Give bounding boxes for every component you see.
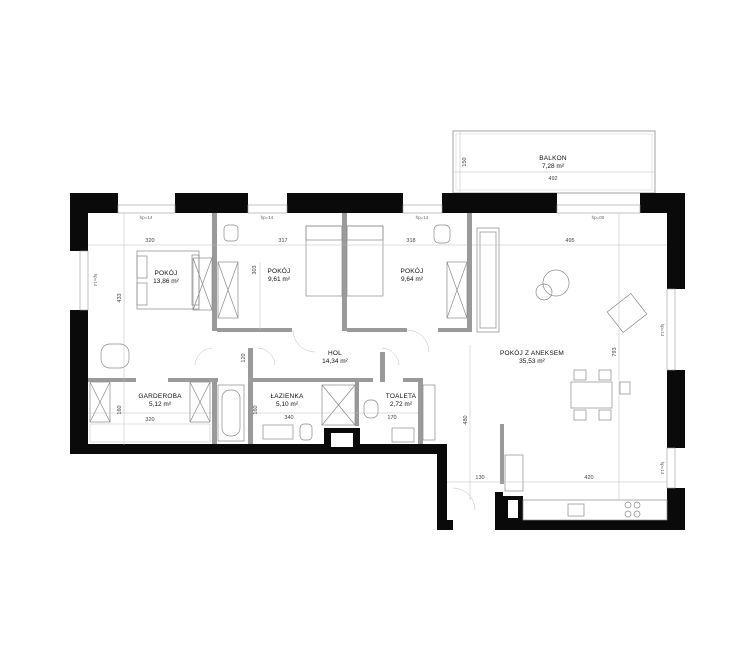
room-area-lazienka: 5,10 m² — [276, 401, 299, 408]
dim-label: 492 — [548, 176, 557, 182]
room-area-balkon: 7,28 m² — [542, 163, 565, 170]
interior-walls — [88, 213, 504, 484]
room-name-pokoj2: POKÓJ — [267, 266, 290, 275]
dim-label: 130 — [475, 475, 484, 481]
room-name-lazienka: ŁAZIENKA — [270, 393, 303, 400]
dim-label: 340 — [284, 415, 293, 421]
room-area-toaleta: 2,72 m² — [390, 401, 413, 408]
room-name-balkon: BALKON — [539, 155, 567, 162]
dim-label: 120 — [241, 353, 247, 362]
room-name-pokoj-aneks: POKÓJ Z ANEKSEM — [500, 348, 564, 357]
dim-label: 793 — [612, 347, 618, 356]
sill-label: hp=14 — [93, 274, 98, 287]
furniture — [89, 224, 668, 521]
dim-label: 303 — [252, 265, 258, 274]
dim-label: 320 — [145, 417, 154, 423]
dim-label: 420 — [584, 475, 593, 481]
dim-label: 160 — [117, 405, 123, 414]
windows — [79, 204, 676, 489]
dimension-lines — [88, 131, 667, 500]
sill-label: hp=14 — [140, 215, 153, 220]
dim-label: 317 — [278, 238, 287, 244]
dim-label: 495 — [565, 238, 574, 244]
dim-label: 150 — [462, 157, 468, 166]
sill-label: hp=00 — [592, 215, 605, 220]
exterior-walls — [70, 193, 685, 530]
room-name-hol: HOL — [328, 350, 342, 357]
room-area-garderoba: 5,12 m² — [149, 401, 172, 408]
room-area-pokoj3: 9,64 m² — [401, 276, 424, 283]
dim-label: 170 — [387, 415, 396, 421]
balcony — [452, 130, 656, 194]
dim-label: 433 — [117, 293, 123, 302]
room-name-garderoba: GARDEROBA — [138, 393, 182, 400]
room-name-pokoj1: POKÓJ — [154, 268, 177, 277]
dim-label: 318 — [406, 238, 415, 244]
room-area-pokoj1: 13,86 m² — [153, 278, 179, 285]
dim-label: 480 — [463, 415, 469, 424]
sill-label: hp=14 — [261, 215, 274, 220]
dim-label: 160 — [253, 405, 259, 414]
room-area-hol: 14,34 m² — [322, 358, 348, 365]
room-name-pokoj3: POKÓJ — [400, 266, 423, 275]
dimension-labels: 320 317 318 495 433 303 793 150 492 120 … — [117, 157, 618, 481]
sill-labels: hp=14 hp=14 hp=14 hp=00 hp=14 hp=14 hp=1… — [93, 215, 665, 475]
room-labels: POKÓJ 13,86 m² POKÓJ 9,61 m² POKÓJ 9,64 … — [138, 155, 567, 408]
room-name-toaleta: TOALETA — [386, 393, 417, 400]
room-area-pokoj-aneks: 35,53 m² — [519, 358, 545, 365]
dim-label: 320 — [145, 238, 154, 244]
sill-label: hp=14 — [416, 215, 429, 220]
sill-label: hp=14 — [660, 462, 665, 475]
room-area-pokoj2: 9,61 m² — [268, 276, 291, 283]
sill-label: hp=14 — [660, 324, 665, 337]
